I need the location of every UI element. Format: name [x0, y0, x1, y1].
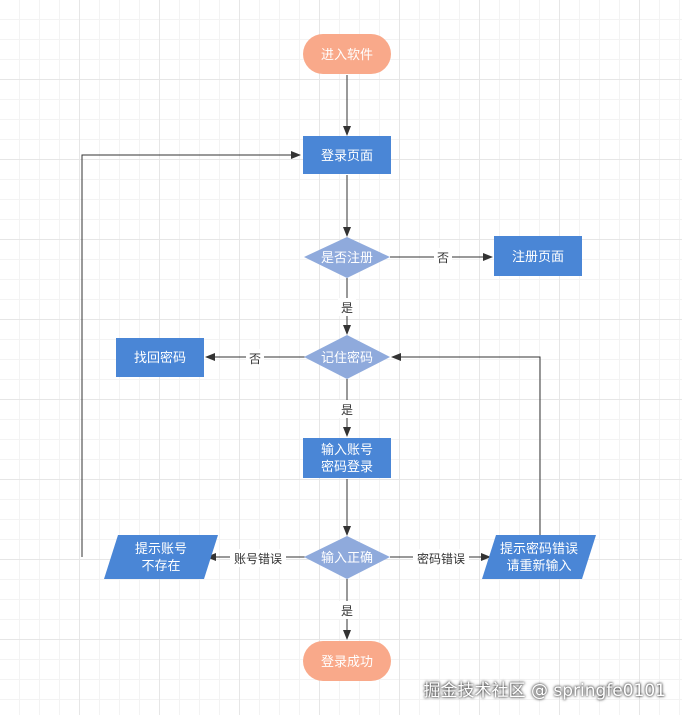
node-recover-password-label: 找回密码 [134, 350, 186, 366]
label-no-register: 否 [437, 251, 449, 265]
node-is-registered: 是否注册 [304, 237, 390, 278]
node-account-missing-line1: 提示账号 [135, 541, 187, 557]
node-remember-password-label: 记住密码 [321, 350, 373, 366]
node-is-registered-label: 是否注册 [321, 251, 373, 266]
node-password-error-line1: 提示密码错误 [500, 541, 578, 557]
label-yes-remember: 是 [341, 403, 353, 417]
node-password-error-line2: 请重新输入 [506, 558, 571, 574]
label-yes-register: 是 [341, 301, 353, 315]
node-input-account-line1: 输入账号 [321, 442, 373, 458]
node-input-correct-label: 输入正确 [321, 550, 373, 566]
node-input-correct: 输入正确 [304, 536, 390, 579]
label-password-error: 密码错误 [417, 551, 465, 566]
node-register-page: 注册页面 [494, 236, 582, 276]
label-no-remember: 否 [249, 352, 261, 366]
node-input-account: 输入账号 密码登录 [303, 438, 391, 478]
node-start: 进入软件 [303, 34, 391, 74]
node-recover-password: 找回密码 [116, 338, 204, 377]
label-yes-correct: 是 [341, 604, 353, 618]
node-login-page-label: 登录页面 [321, 149, 373, 164]
node-register-page-label: 注册页面 [512, 250, 564, 265]
node-account-missing: 提示账号 不存在 [104, 535, 218, 579]
node-start-label: 进入软件 [321, 48, 373, 63]
node-login-page: 登录页面 [303, 136, 391, 174]
node-input-account-line2: 密码登录 [321, 459, 373, 475]
node-remember-password: 记住密码 [304, 335, 390, 379]
edge-password-error-to-remember [391, 353, 541, 535]
watermark: 掘金技术社区 @ springfe0101 [423, 681, 666, 701]
node-success: 登录成功 [303, 641, 391, 681]
edge-account-missing-to-login [81, 151, 301, 557]
label-account-error: 账号错误 [234, 552, 282, 566]
node-success-label: 登录成功 [321, 655, 373, 670]
node-account-missing-line2: 不存在 [141, 559, 180, 574]
node-password-error: 提示密码错误 请重新输入 [482, 535, 596, 579]
